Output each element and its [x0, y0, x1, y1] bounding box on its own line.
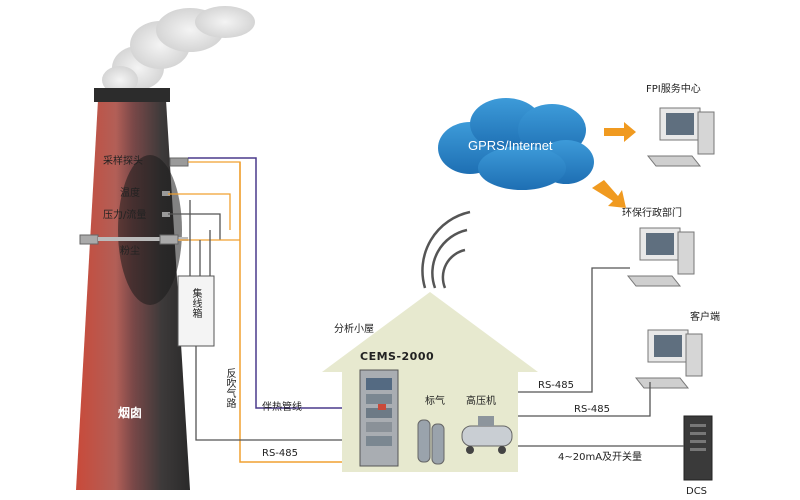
junction-box-shape: [177, 275, 215, 347]
client-label: 客户端: [690, 312, 720, 323]
smoke: [102, 6, 255, 94]
rs485-client-label: RS-485: [538, 380, 574, 391]
gas-cylinders: [417, 419, 445, 465]
sensor-label-dust: 粉尘: [120, 246, 140, 257]
cloud-label: GPRS/Internet: [468, 138, 553, 153]
arrow-to-epa: [592, 180, 626, 208]
chimney: [76, 88, 190, 490]
chimney-label: 烟囱: [118, 406, 143, 420]
computer-fpi-icon: [646, 107, 715, 167]
sensor-label-pressure-flow: 压力/流量: [103, 210, 147, 221]
rs485-left-label: RS-485: [262, 448, 298, 459]
sensor-label-temperature: 温度: [120, 188, 140, 199]
rs485-left-path: [195, 346, 360, 441]
computer-epa-icon: [626, 227, 695, 287]
dcs-server-icon: [683, 415, 713, 481]
heated-line-path: [188, 157, 370, 409]
backflush-line-label: 反吹气路: [224, 368, 235, 408]
gas-label: 标气: [425, 396, 445, 407]
house-label: 分析小屋: [334, 324, 374, 335]
computer-client-icon: [634, 329, 703, 389]
compressor-label: 高压机: [466, 396, 496, 407]
arrow-to-fpi: [604, 122, 636, 142]
sensor-label-sampling-probe: 采样探头: [103, 156, 143, 167]
gprs-cloud: [438, 98, 594, 190]
wireless-signal-icon: [421, 210, 471, 289]
dcs-label: DCS: [686, 486, 708, 497]
junction-box-label: 集线箱: [190, 288, 201, 318]
epa-label: 环保行政部门: [622, 208, 682, 219]
cems-cabinet: [359, 369, 399, 467]
fpi-center-label: FPI服务中心: [646, 84, 701, 95]
rs485-dcs-label: RS-485: [574, 404, 610, 415]
compressor: [461, 416, 513, 454]
heated-line-label: 伴热管线: [262, 402, 302, 413]
analog-signal-label: 4~20mA及开关量: [558, 452, 643, 463]
cems-system-label: CEMS-2000: [360, 350, 435, 363]
sensor-probes: [79, 157, 189, 245]
output-lines: [518, 267, 684, 447]
